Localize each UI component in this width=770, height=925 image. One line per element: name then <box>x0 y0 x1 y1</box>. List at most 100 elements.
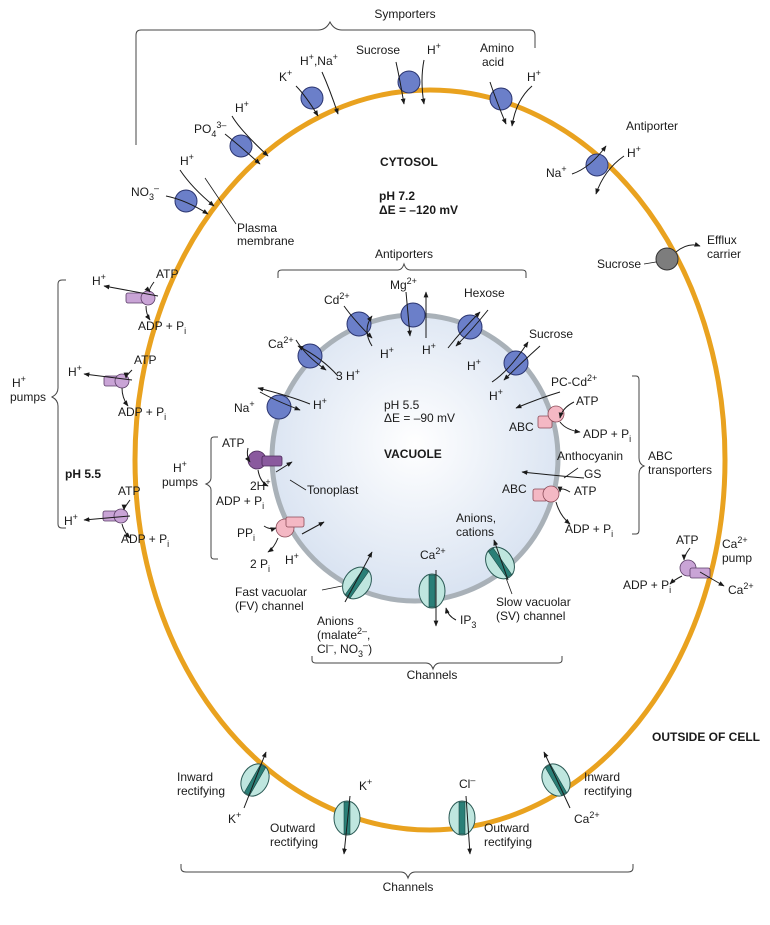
sym-h-na-label: H+,Na+ <box>300 52 338 68</box>
anions-label-1: Anions <box>317 614 354 628</box>
anti-na-label: Na+ <box>546 164 567 180</box>
cytosol-ph: pH 7.2 <box>379 189 415 203</box>
pm-channel-inward-ca <box>541 763 571 797</box>
sym-amino-label: Amino <box>480 41 514 55</box>
pm-adp3-label: ADP + Pi <box>121 532 169 549</box>
sym-h4-label: H+ <box>180 152 194 168</box>
tv-hpumps-label-2: pumps <box>162 475 198 489</box>
vac-h-b: H+ <box>422 341 436 357</box>
vac-ca-label: Ca2+ <box>268 335 294 351</box>
anions-label-3: Cl–, NO3–) <box>317 640 372 659</box>
anions-cations-label-2: cations <box>456 525 494 539</box>
fv-label-2: (FV) channel <box>235 599 304 613</box>
inward2-label-a: Inward <box>584 770 620 784</box>
cl-label: Cl– <box>459 775 475 791</box>
vac-antiporter-hexose <box>457 314 483 340</box>
cytosol-label: CYTOSOL <box>380 155 438 169</box>
anions-label-2: (malate2–, <box>317 626 370 642</box>
ip3-label: IP3 <box>460 613 476 630</box>
ca-atp-label: ATP <box>676 533 698 547</box>
symporters-bracket <box>135 20 536 145</box>
abc-transporters-label-2: transporters <box>648 463 712 477</box>
sym-no3-label: NO3– <box>131 183 159 202</box>
symporter-amino-acid <box>489 87 513 111</box>
outside-cell-label: OUTSIDE OF CELL <box>652 730 760 744</box>
fv-label-1: Fast vacuolar <box>235 585 307 599</box>
sym-sucrose-label: Sucrose <box>356 43 400 57</box>
abc2-atp-label: ATP <box>574 484 596 498</box>
pm-adp2-label: ADP + Pi <box>118 405 166 422</box>
pm-atp1-label: ATP <box>156 267 178 281</box>
pm-h2-label: H+ <box>68 363 82 379</box>
symporter-no3 <box>174 189 198 213</box>
ca-pump <box>679 559 711 579</box>
efflux-label-2: carrier <box>707 247 741 261</box>
abc2-label: ABC <box>502 482 527 496</box>
pm-h3-label: H+ <box>64 512 78 528</box>
tv-2h-label: 2H+ <box>250 477 271 493</box>
vac-h-c: H+ <box>467 357 481 373</box>
anthocyanin-label: Anthocyanin <box>557 449 623 463</box>
inward1-label-a: Inward <box>177 770 213 784</box>
tonoplast-v-atpase <box>247 450 283 470</box>
pm-adp1-label: ADP + Pi <box>138 319 186 336</box>
sym-h3-label: H+ <box>235 99 249 115</box>
abc1-label: ABC <box>509 420 534 434</box>
vac-antiporters-label: Antiporters <box>375 247 433 261</box>
vac-channels-bracket <box>311 656 563 671</box>
antiporter-pm <box>585 153 609 177</box>
cytosol-potential: ΔE = –120 mV <box>379 203 458 217</box>
vac-hexose-label: Hexose <box>464 286 505 300</box>
ca-pump-label-1: Ca2+ <box>722 535 748 551</box>
sym-po4-label: PO43– <box>194 120 226 139</box>
anions-cations-label-1: Anions, <box>456 511 496 525</box>
vacuole-potential: ΔE = –90 mV <box>384 411 455 425</box>
pm-h-pump-2 <box>103 373 130 389</box>
ca-pump-label-2: pump <box>722 551 752 565</box>
tv-hpumps-bracket <box>204 436 218 560</box>
symporters-label: Symporters <box>374 7 435 21</box>
vac-antiporter-na <box>266 394 292 420</box>
h-pumps-label-2: pumps <box>10 390 46 404</box>
pm-atp2-label: ATP <box>134 353 156 367</box>
gs-label: GS <box>584 467 601 481</box>
ca-vacuolar-channel <box>418 573 446 609</box>
outward2-label-b: rectifying <box>484 835 532 849</box>
outward1-label-a: Outward <box>270 821 315 835</box>
abc2-adp-label: ADP + Pi <box>565 522 613 539</box>
pm-h1-label: H+ <box>92 272 106 288</box>
sv-label-2: (SV) channel <box>496 609 565 623</box>
sv-channel <box>485 546 515 580</box>
vc-ca-label: Ca2+ <box>420 546 446 562</box>
pm-atp3-label: ATP <box>118 484 140 498</box>
tv-adp-label: ADP + Pi <box>216 494 264 511</box>
k-in-label: K+ <box>228 810 241 826</box>
pm-channels-label: Channels <box>383 880 434 894</box>
ca-in-label: Ca2+ <box>574 810 600 826</box>
plasma-membrane-label-2: membrane <box>237 234 295 248</box>
vac-3h: 3 H+ <box>336 367 360 383</box>
vac-antiporters-bracket <box>277 262 527 278</box>
sym-h1-label: H+ <box>427 41 441 57</box>
sym-acid-label: acid <box>482 55 504 69</box>
vac-h-a: H+ <box>380 345 394 361</box>
sym-k-label: K+ <box>279 68 292 84</box>
tv-hpumps-label-1: H+ <box>173 459 187 475</box>
vac-antiporter-mg <box>400 302 426 328</box>
vac-channels-label: Channels <box>407 668 458 682</box>
vac-h-e: H+ <box>489 387 503 403</box>
vac-mg-label: Mg2+ <box>390 276 417 292</box>
tv-h-label: H+ <box>285 551 299 567</box>
pm-channels-bracket <box>180 864 634 880</box>
abc-transporter-2 <box>532 485 560 503</box>
pm-channel-outward-cl <box>448 800 476 836</box>
efflux-sucrose-label: Sucrose <box>597 257 641 271</box>
symporter-sucrose <box>397 70 421 94</box>
vacuole-label: VACUOLE <box>384 447 442 461</box>
vac-sucrose-label: Sucrose <box>529 327 573 341</box>
vac-cd-label: Cd2+ <box>324 291 350 307</box>
h-pumps-label-1: H+ <box>12 374 26 390</box>
pm-channel-outward-k <box>333 800 361 836</box>
k-out-label: K+ <box>359 777 372 793</box>
